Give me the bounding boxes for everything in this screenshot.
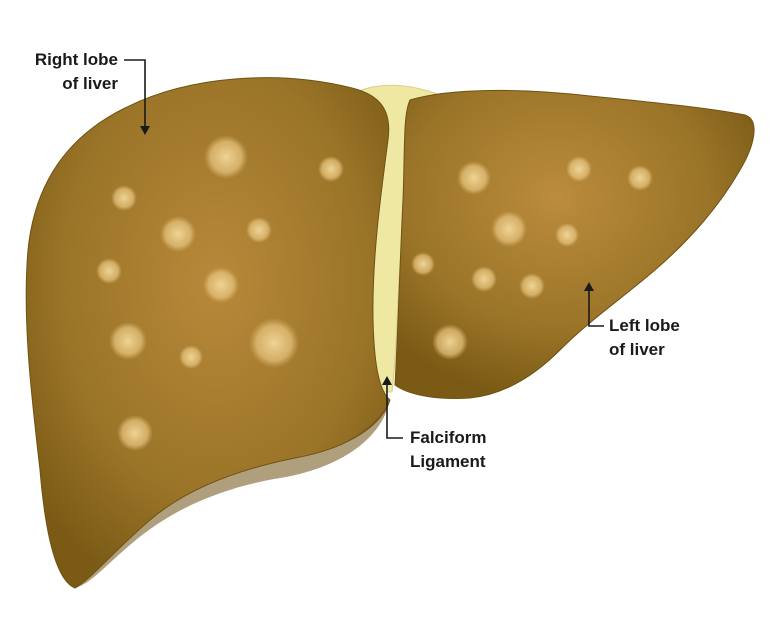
spot bbox=[457, 161, 491, 195]
ligament-arrowhead bbox=[382, 376, 392, 385]
spot bbox=[249, 318, 299, 368]
right-lobe-spots bbox=[96, 135, 344, 451]
spot bbox=[160, 216, 196, 252]
spot bbox=[109, 322, 147, 360]
spot bbox=[96, 258, 122, 284]
spot bbox=[627, 165, 653, 191]
spot bbox=[204, 135, 248, 179]
left-lobe-spots bbox=[411, 156, 653, 360]
spot bbox=[179, 345, 203, 369]
right-lobe-label-group: Right lobe of liver bbox=[35, 50, 150, 135]
spot bbox=[566, 156, 592, 182]
left-lobe-label-line1: Left lobe bbox=[609, 316, 680, 335]
spot bbox=[491, 211, 527, 247]
spot bbox=[318, 156, 344, 182]
spot bbox=[555, 223, 579, 247]
spot bbox=[519, 273, 545, 299]
spot bbox=[432, 324, 468, 360]
spot bbox=[471, 266, 497, 292]
right-lobe-label-line2: of liver bbox=[62, 74, 118, 93]
ligament-label-line2: Ligament bbox=[410, 452, 486, 471]
left-lobe-label-line2: of liver bbox=[609, 340, 665, 359]
right-lobe-label-line1: Right lobe bbox=[35, 50, 118, 69]
left-lobe-label-group: Left lobe of liver bbox=[584, 282, 680, 359]
ligament-label-group: Falciform Ligament bbox=[382, 376, 487, 471]
ligament-leader-line bbox=[386, 383, 403, 439]
spot bbox=[117, 415, 153, 451]
ligament-label-line1: Falciform bbox=[410, 428, 487, 447]
spot bbox=[411, 252, 435, 276]
right-lobe-arrowhead bbox=[140, 126, 150, 135]
spot bbox=[203, 267, 239, 303]
spot bbox=[246, 217, 272, 243]
spot bbox=[111, 185, 137, 211]
right-lobe-leader-line bbox=[124, 59, 146, 128]
left-lobe-arrowhead bbox=[584, 282, 594, 291]
left-lobe-leader-line bbox=[588, 289, 604, 327]
